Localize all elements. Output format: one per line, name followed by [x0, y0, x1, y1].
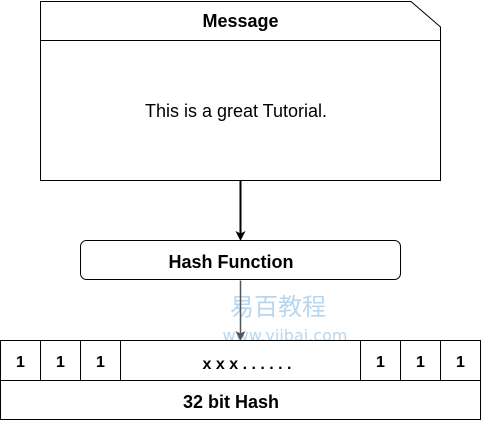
hash-function-box: Hash Function	[80, 240, 401, 280]
message-box: Message This is a great Tutorial.	[40, 1, 441, 181]
hash-function-label: Hash Function	[169, 252, 294, 272]
bit-label: 1	[56, 354, 65, 371]
bit-range-label: x x x . . . . . .	[203, 356, 292, 373]
message-title: Message	[202, 11, 278, 31]
bit-cell	[80, 340, 121, 381]
bit-label: 1	[456, 354, 465, 371]
hash-output: 1 1 1 x x x . . . . . . 1 1 1 32 bit Has…	[0, 340, 481, 420]
bit-label: 1	[376, 354, 385, 371]
bit-cell	[360, 340, 401, 381]
watermark-title: 易百教程	[230, 293, 326, 321]
watermark: 易百教程 www.yiibai.com	[223, 293, 348, 345]
message-body: This is a great Tutorial.	[145, 101, 327, 121]
bit-label: 1	[16, 354, 25, 371]
bit-cell	[40, 340, 81, 381]
bit-range-cell	[120, 340, 361, 381]
bit-label: 1	[96, 354, 105, 371]
bit-label: 1	[416, 354, 425, 371]
hash-caption-cell	[0, 380, 481, 420]
hash-caption: 32 bit Hash	[183, 392, 279, 412]
